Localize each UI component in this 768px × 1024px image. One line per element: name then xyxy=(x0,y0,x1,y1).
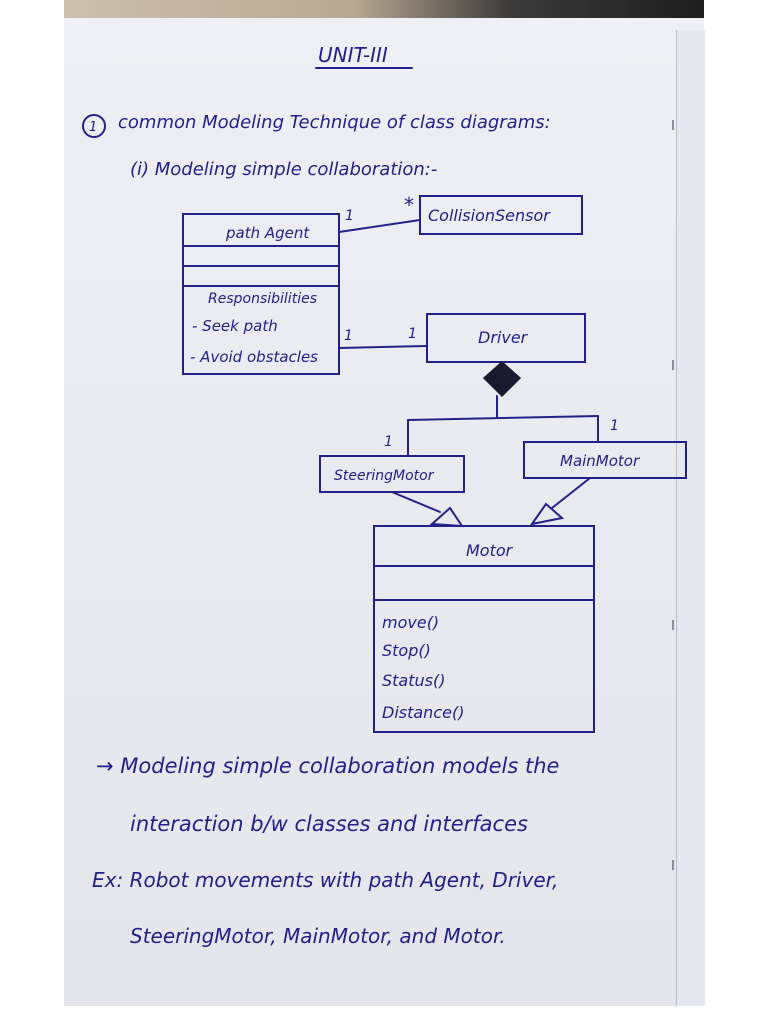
driver-name: Driver xyxy=(478,328,529,347)
multiplicity-label: 1 xyxy=(345,208,354,224)
main-heading: common Modeling Technique of class diagr… xyxy=(118,112,551,133)
responsibility-item: - Avoid obstacles xyxy=(190,348,318,366)
composition-diamond xyxy=(482,360,522,398)
note-line: Ex: Robot movements with path Agent, Dri… xyxy=(92,868,559,892)
sub-heading: (i) Modeling simple collaboration:- xyxy=(130,159,437,180)
path-agent-class-box xyxy=(182,213,340,375)
multiplicity-label: 1 xyxy=(384,434,393,450)
note-line: SteeringMotor, MainMotor, and Motor. xyxy=(130,924,506,948)
motor-operation: Distance() xyxy=(382,703,464,722)
binding-stitch xyxy=(672,120,674,130)
association-agent-driver xyxy=(338,345,428,349)
binding-stitch xyxy=(672,860,674,870)
motor-class-box xyxy=(373,525,595,733)
path-agent-name: path Agent xyxy=(225,224,310,242)
motor-operation: Stop() xyxy=(382,641,431,660)
association-agent-sensor xyxy=(338,219,421,233)
motor-name: Motor xyxy=(466,541,514,560)
binding-stitch xyxy=(672,360,674,370)
note-line: interaction b/w classes and interfaces xyxy=(130,812,528,836)
unit-heading: UNIT-III xyxy=(318,43,388,67)
collision-sensor-name: CollisionSensor xyxy=(428,206,551,225)
note-line: → Modeling simple collaboration models t… xyxy=(96,754,560,778)
notebook-page xyxy=(64,18,704,1006)
multiplicity-label: 1 xyxy=(610,418,619,434)
motor-operation: Status() xyxy=(382,671,445,690)
generalization-line xyxy=(551,477,591,509)
multiplicity-label: 1 xyxy=(344,328,353,344)
path-agent-section-title: Responsibilities xyxy=(208,291,317,307)
composition-line xyxy=(407,415,599,421)
generalization-line xyxy=(391,491,441,513)
main-motor-name: MainMotor xyxy=(560,452,640,470)
multiplicity-label: 1 xyxy=(408,326,417,342)
multiplicity-label: * xyxy=(404,193,414,217)
next-page-edge xyxy=(676,30,705,1006)
binding-stitch xyxy=(672,620,674,630)
question-number: 1 xyxy=(89,120,97,135)
main-motor-class-box xyxy=(523,441,687,479)
driver-class-box xyxy=(426,313,586,363)
question-number-circle xyxy=(82,114,106,138)
responsibility-item: - Seek path xyxy=(192,317,278,335)
steering-motor-name: SteeringMotor xyxy=(334,468,435,484)
collision-sensor-class-box xyxy=(419,195,583,235)
motor-operation: move() xyxy=(382,613,439,632)
generalization-arrowhead xyxy=(529,502,565,526)
